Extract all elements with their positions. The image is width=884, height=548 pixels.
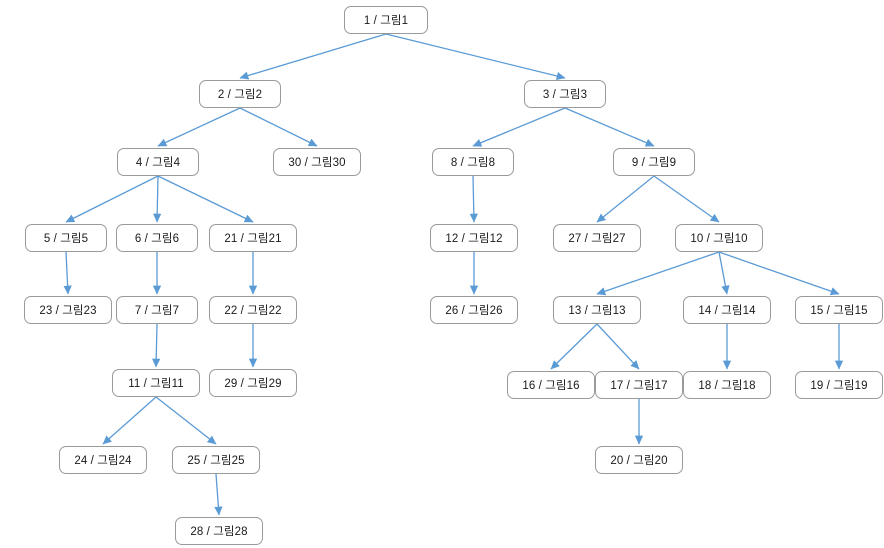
tree-edge-n1-n3 bbox=[385, 33, 566, 81]
tree-edge-n2-n4 bbox=[157, 107, 241, 147]
tree-node-n5[interactable]: 5 / 그림5 bbox=[25, 224, 107, 252]
tree-node-n30[interactable]: 30 / 그림30 bbox=[273, 148, 361, 176]
tree-edge-n8-n12 bbox=[469, 175, 478, 223]
tree-node-n4[interactable]: 4 / 그림4 bbox=[117, 148, 199, 176]
tree-node-n11[interactable]: 11 / 그림11 bbox=[112, 369, 200, 397]
tree-edge-n9-n10 bbox=[653, 175, 720, 223]
tree-node-n2[interactable]: 2 / 그림2 bbox=[199, 80, 281, 108]
tree-edge-n3-n8 bbox=[472, 107, 566, 147]
tree-node-n17[interactable]: 17 / 그림17 bbox=[595, 371, 683, 399]
tree-node-n1[interactable]: 1 / 그림1 bbox=[344, 6, 428, 34]
tree-edge-n11-n24 bbox=[102, 396, 157, 445]
tree-edge-n10-n13 bbox=[596, 251, 720, 296]
tree-edge-n1-n2 bbox=[239, 33, 387, 80]
tree-node-n20[interactable]: 20 / 그림20 bbox=[595, 446, 683, 474]
tree-node-n24[interactable]: 24 / 그림24 bbox=[59, 446, 147, 474]
tree-edge-n3-n9 bbox=[564, 107, 655, 147]
tree-node-n13[interactable]: 13 / 그림13 bbox=[553, 296, 641, 324]
tree-node-n21[interactable]: 21 / 그림21 bbox=[209, 224, 297, 252]
edge-group bbox=[63, 33, 844, 516]
tree-node-n29[interactable]: 29 / 그림29 bbox=[209, 369, 297, 397]
tree-node-n15[interactable]: 15 / 그림15 bbox=[795, 296, 883, 324]
tree-edge-n13-n16 bbox=[550, 323, 598, 370]
tree-edge-n25-n28 bbox=[214, 473, 223, 516]
tree-node-n28[interactable]: 28 / 그림28 bbox=[175, 517, 263, 545]
tree-node-n19[interactable]: 19 / 그림19 bbox=[795, 371, 883, 399]
tree-edge-n10-n14 bbox=[718, 251, 730, 295]
tree-node-n16[interactable]: 16 / 그림16 bbox=[507, 371, 595, 399]
tree-edge-n13-n17 bbox=[596, 323, 640, 370]
tree-edge-n10-n15 bbox=[718, 251, 840, 296]
tree-node-n25[interactable]: 25 / 그림25 bbox=[172, 446, 260, 474]
tree-edge-n9-n27 bbox=[596, 175, 655, 223]
tree-node-n14[interactable]: 14 / 그림14 bbox=[683, 296, 771, 324]
tree-node-n27[interactable]: 27 / 그림27 bbox=[553, 224, 641, 252]
tree-edge-n4-n6 bbox=[153, 175, 162, 223]
tree-edge-n11-n25 bbox=[155, 396, 217, 445]
tree-edge-n4-n21 bbox=[157, 175, 254, 223]
tree-node-n9[interactable]: 9 / 그림9 bbox=[613, 148, 695, 176]
tree-edge-n4-n5 bbox=[65, 175, 159, 223]
tree-node-n22[interactable]: 22 / 그림22 bbox=[209, 296, 297, 324]
tree-node-n8[interactable]: 8 / 그림8 bbox=[432, 148, 514, 176]
tree-edge-n5-n23 bbox=[63, 251, 72, 295]
tree-node-n10[interactable]: 10 / 그림10 bbox=[675, 224, 763, 252]
tree-node-n7[interactable]: 7 / 그림7 bbox=[116, 296, 198, 324]
tree-node-n26[interactable]: 26 / 그림26 bbox=[430, 296, 518, 324]
tree-node-n12[interactable]: 12 / 그림12 bbox=[430, 224, 518, 252]
tree-node-n3[interactable]: 3 / 그림3 bbox=[524, 80, 606, 108]
tree-node-n23[interactable]: 23 / 그림23 bbox=[24, 296, 112, 324]
tree-edge-n2-n30 bbox=[239, 107, 318, 147]
tree-node-n18[interactable]: 18 / 그림18 bbox=[683, 371, 771, 399]
tree-node-n6[interactable]: 6 / 그림6 bbox=[116, 224, 198, 252]
tree-edge-n7-n11 bbox=[152, 323, 161, 368]
